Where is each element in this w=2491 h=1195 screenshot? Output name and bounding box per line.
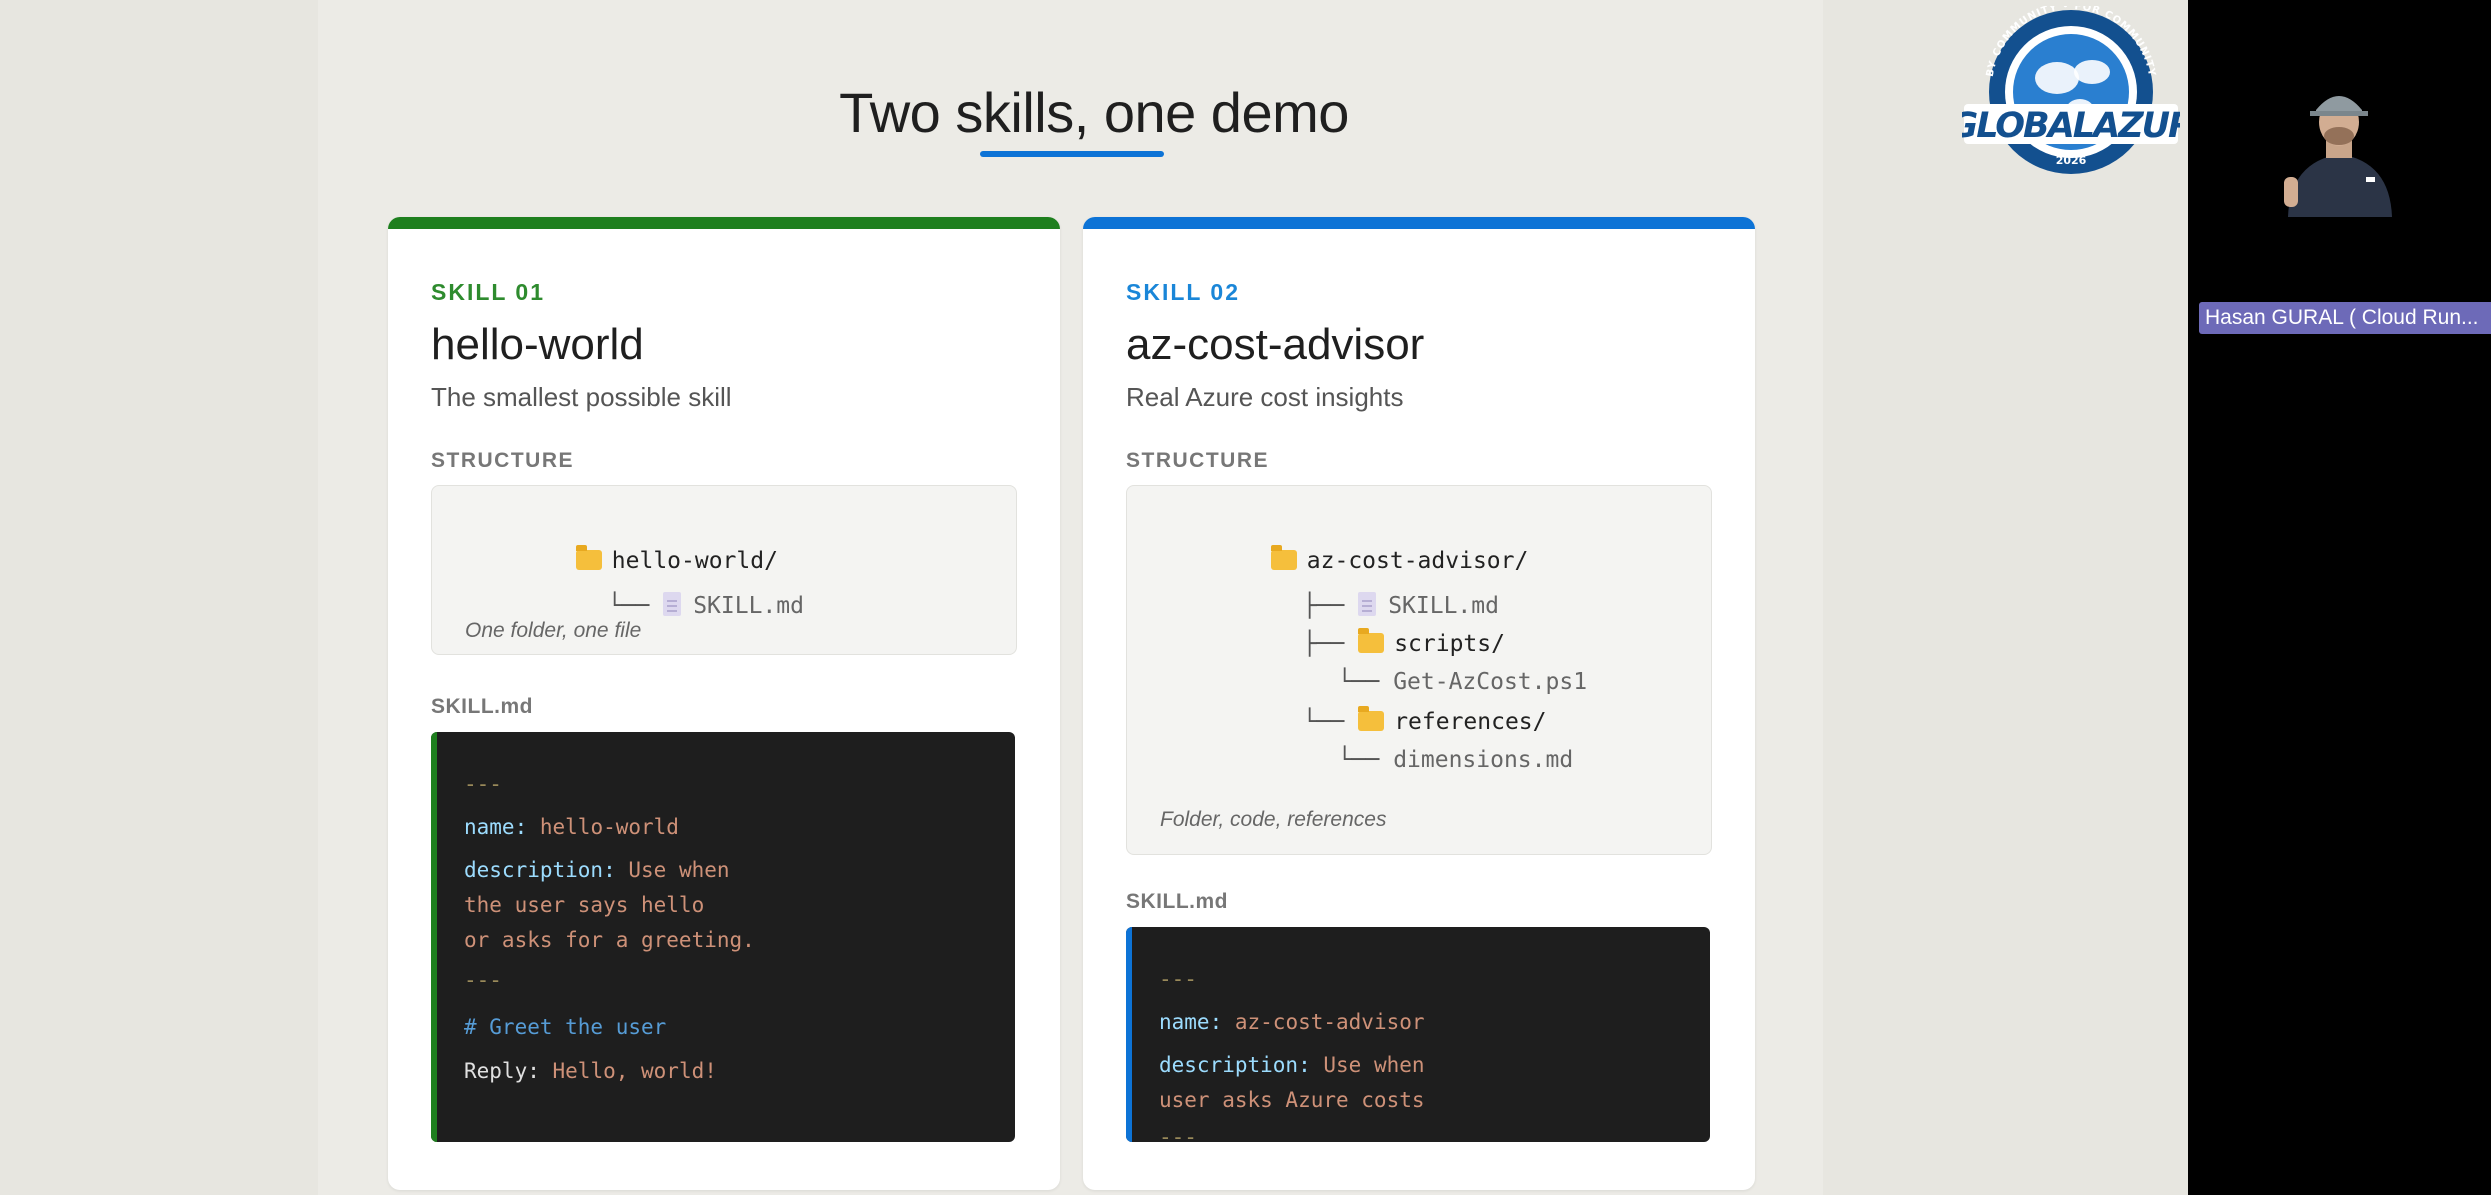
file-icon [1358,592,1377,616]
code-accent-stripe [431,732,437,1142]
tree-row: └── Get-AzCost.ps1 [1337,669,1588,695]
folder-icon [1270,545,1297,570]
folder-icon [1358,706,1385,731]
tree-caption: One folder, one file [465,619,642,642]
tree-row: └── references/ [1302,706,1547,735]
code-line: description: Use when [1159,1053,1425,1077]
code-line: name: az-cost-advisor [1159,1010,1425,1034]
code-line: --- [464,772,502,796]
skill-kicker: SKILL 02 [1126,279,1240,305]
skill-kicker: SKILL 01 [431,279,545,305]
skill-name: az-cost-advisor [1126,320,1425,369]
tree-row: └── dimensions.md [1337,747,1574,773]
code-line: description: Use when [464,858,730,882]
global-azure-logo: BY COMMUNITY • FOR COMMUNITY #GLOBALAZUR… [1962,6,2180,174]
card-accent-bar [388,217,1060,229]
code-accent-stripe [1126,927,1132,1142]
speaker-name-tag: Hasan GURAL ( Cloud Run... [2199,302,2491,334]
folder-icon [1358,628,1385,653]
code-line: --- [1159,967,1197,991]
structure-tree: hello-world/ └── SKILL.md One folder, on… [431,485,1017,655]
structure-label: STRUCTURE [431,449,574,472]
svg-text:2026: 2026 [2056,154,2087,167]
code-line: --- [464,968,502,992]
tree-row: az-cost-advisor/ [1160,522,1528,600]
code-line: the user says hello [464,893,705,917]
code-block: --- name: az-cost-advisor description: U… [1126,927,1710,1142]
svg-text:#GLOBALAZURE: #GLOBALAZURE [1962,106,2180,146]
code-line: Reply: Hello, world! [464,1059,717,1083]
skill-card-hello-world: SKILL 01 hello-world The smallest possib… [388,217,1060,1190]
file-icon [663,592,682,616]
tree-row: ├── SKILL.md [1302,592,1499,619]
tree-caption: Folder, code, references [1160,808,1387,831]
title-underline [980,151,1164,157]
file-label: SKILL.md [1126,890,1228,913]
skill-tagline: Real Azure cost insights [1126,382,1404,412]
code-line: or asks for a greeting. [464,928,755,952]
code-line: # Greet the user [464,1015,667,1039]
tree-row: hello-world/ [465,522,778,600]
file-label: SKILL.md [431,695,533,718]
tree-row: └── SKILL.md [607,592,804,619]
speaker-video[interactable] [2270,82,2410,217]
skill-tagline: The smallest possible skill [431,382,732,412]
code-line: user asks Azure costs [1159,1088,1425,1112]
code-line: --- [1159,1125,1197,1142]
skill-card-az-cost-advisor: SKILL 02 az-cost-advisor Real Azure cost… [1083,217,1755,1190]
slide-title: Two skills, one demo [839,81,1349,144]
slide: Two skills, one demo SKILL 01 hello-worl… [0,0,2188,1195]
code-block: --- name: hello-world description: Use w… [431,732,1015,1142]
structure-tree: az-cost-advisor/ ├── SKILL.md ├── script… [1126,485,1712,855]
skill-name: hello-world [431,320,644,369]
code-line: name: hello-world [464,815,679,839]
tree-row: ├── scripts/ [1302,628,1505,657]
folder-icon [575,545,602,570]
structure-label: STRUCTURE [1126,449,1269,472]
card-accent-bar [1083,217,1755,229]
